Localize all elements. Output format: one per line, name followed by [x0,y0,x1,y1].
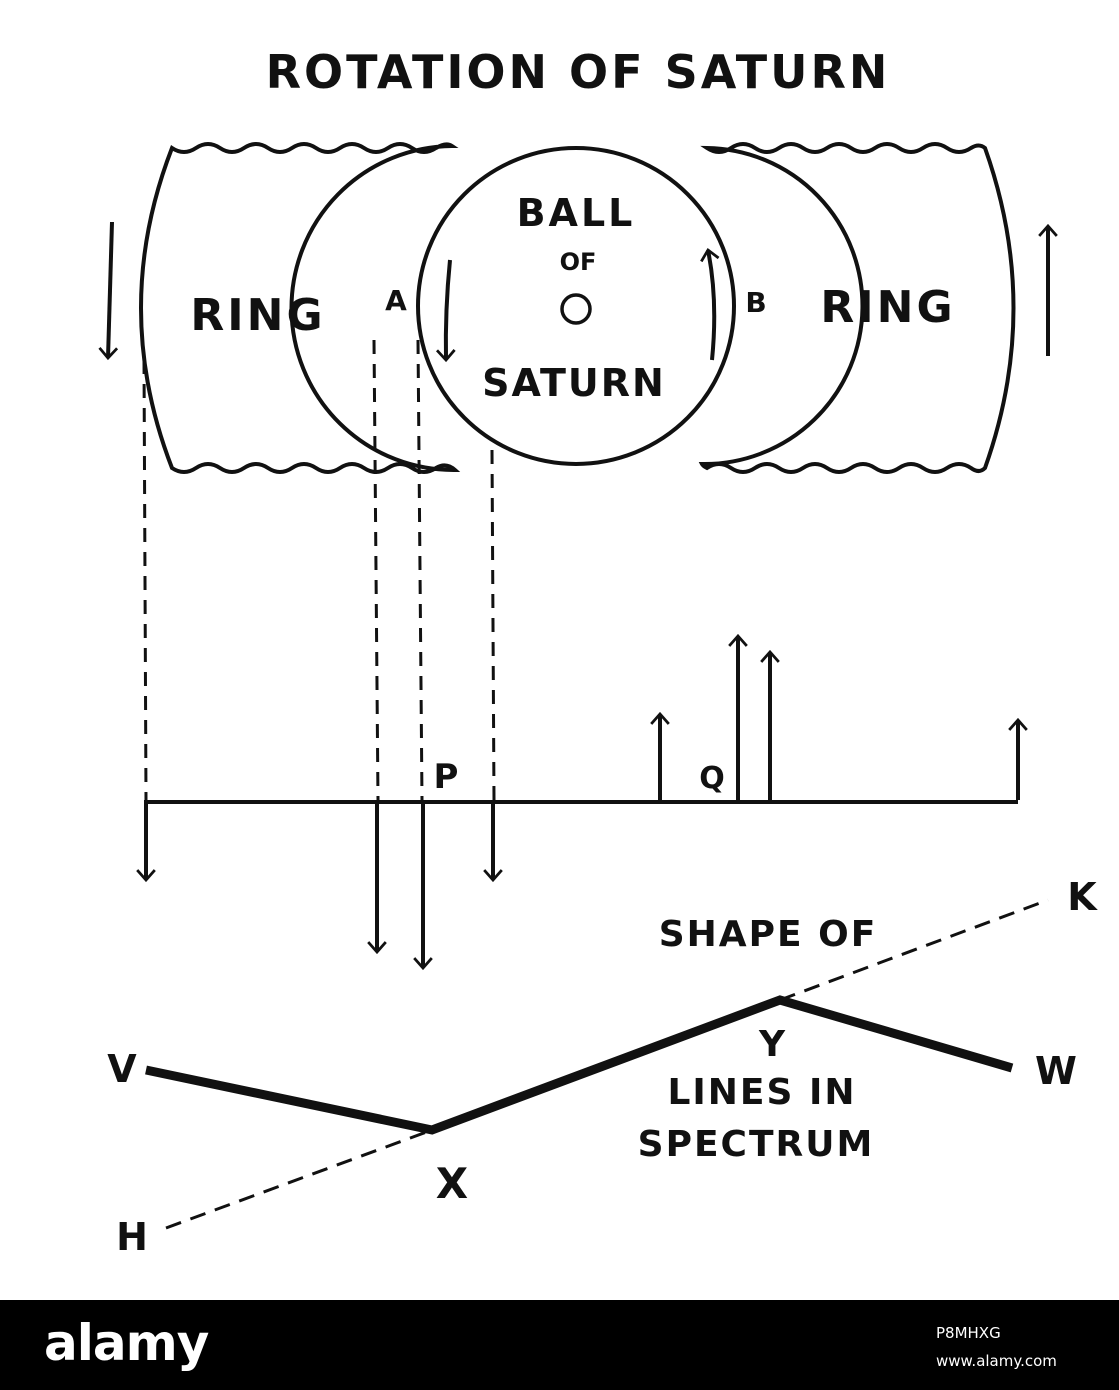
footer-url[interactable]: www.alamy.com [936,1352,1057,1370]
ball-right-rotation-arrow [700,247,720,361]
point-v-label: V [107,1047,137,1091]
alamy-logo: alamy [44,1314,209,1372]
ball-label-line1: BALL [517,191,636,235]
ball-label-line2: OF [560,248,597,276]
point-q-label: Q [699,761,725,796]
point-p-label: P [434,757,459,797]
ball-left-rotation-arrow [435,259,456,363]
point-w-label: W [1035,1049,1077,1093]
image-code: P8MHXG [936,1324,1001,1342]
point-h-label: H [116,1215,148,1259]
spectrum-line-shape [145,995,1014,1135]
spectrum-label-line3: SPECTRUM [638,1124,875,1165]
ball-center-circle [560,293,592,325]
ball-label-line3: SATURN [482,361,666,405]
diagram-title: ROTATION OF SATURN [266,45,891,99]
spectrum-label-line2: LINES IN [667,1072,856,1113]
point-b-label: B [745,286,766,319]
ring-left [139,142,461,474]
ball-of-saturn [416,146,736,466]
projection-lines [142,339,496,801]
dashed-line-hk-upper [779,898,1049,1002]
point-x-label: X [436,1159,468,1208]
point-y-label: Y [758,1024,786,1065]
ring-left-label: RING [190,290,325,341]
spectrum-label-line1: SHAPE OF [659,914,878,955]
point-a-label: A [385,284,407,317]
point-k-label: K [1067,875,1098,919]
saturn-rotation-diagram: ROTATION OF SATURN RING RING BALL OF SAT… [98,45,1098,1259]
watermark-footer-bar: alamy P8MHXG www.alamy.com [0,1300,1119,1390]
ring-left-rotation-arrow [98,221,119,361]
ring-right [698,142,1016,474]
dashed-line-hk-lower [165,1128,433,1230]
ring-right-label: RING [820,282,955,333]
